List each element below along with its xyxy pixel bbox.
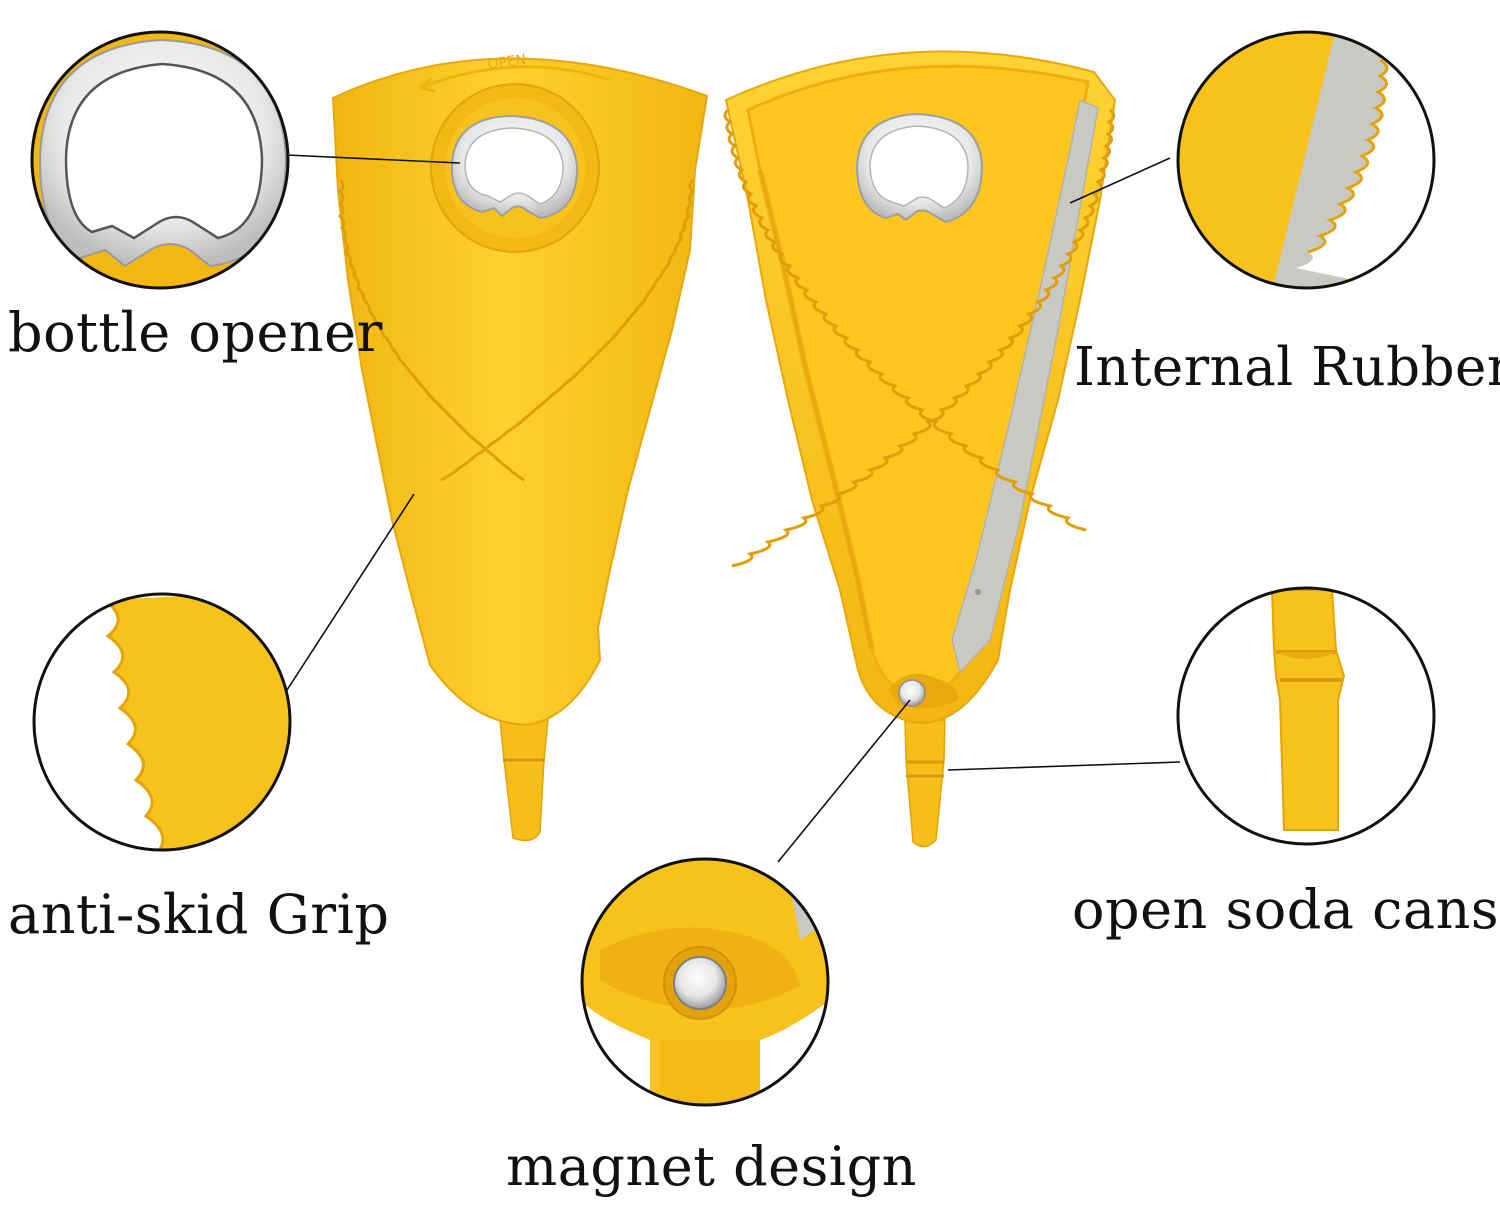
magnet [898, 679, 926, 707]
label-bottle-opener: bottle opener [8, 301, 383, 364]
left-opener-body [331, 57, 709, 727]
detail-open-soda-cans-circle [1176, 586, 1436, 846]
right-opener-stem [904, 719, 946, 848]
embossed-open-text: OPEN [487, 52, 528, 73]
detail-magnet-design-circle [580, 857, 830, 1107]
magnet-detail [673, 956, 727, 1010]
callout-lines [285, 154, 1181, 863]
right-jar-opener [723, 50, 1117, 848]
label-open-soda-cans: open soda cans [1072, 878, 1500, 941]
internal-rubber-strip [951, 98, 1099, 674]
detail-bottle-opener-circle [30, 30, 290, 290]
label-magnet-design: magnet design [506, 1135, 917, 1198]
left-opener-stem [499, 719, 549, 842]
label-internal-rubber: Internal Rubber [1074, 337, 1500, 398]
label-anti-skid-grip: anti-skid Grip [8, 883, 390, 946]
detail-anti-skid-grip-circle [32, 592, 292, 852]
left-jar-opener: OPEN [331, 52, 709, 842]
detail-internal-rubber-circle [1176, 30, 1436, 290]
